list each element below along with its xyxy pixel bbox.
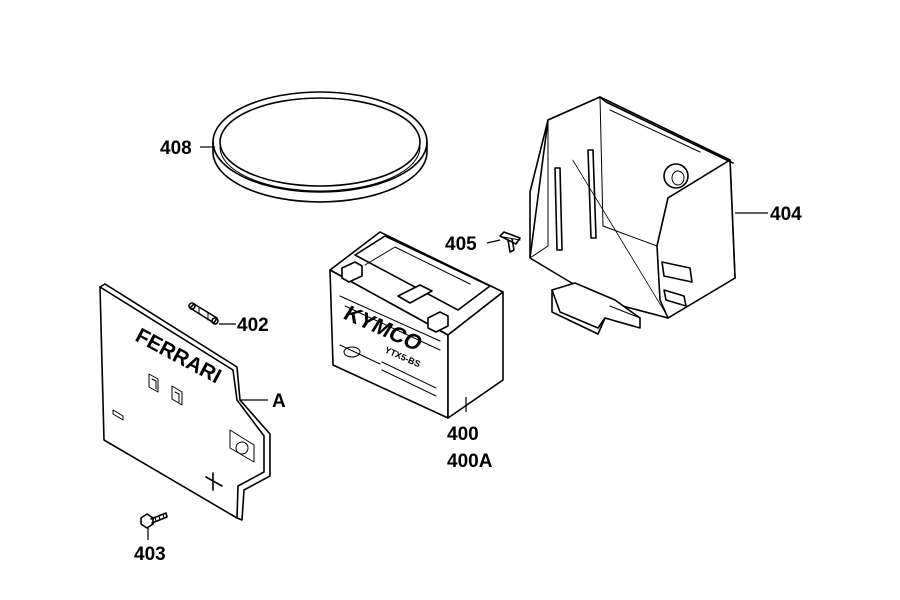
part-404-battery-box [529,96,736,335]
part-403-bolt [140,512,168,529]
callout-400A: 400A [447,451,493,472]
part-405-screw [499,231,521,253]
callout-400: 400 [447,424,479,445]
leader-405 [486,239,501,244]
callout-404: 404 [770,204,802,225]
callout-408: 408 [160,138,192,159]
part-408-strap [212,91,428,203]
callout-403: 403 [134,544,166,565]
callout-405: 405 [445,234,477,255]
callout-A: A [272,391,286,412]
callout-402: 402 [237,315,269,336]
part-400-battery: KYMCO YTX5-BS [329,231,504,419]
part-402-fuse [188,302,219,325]
